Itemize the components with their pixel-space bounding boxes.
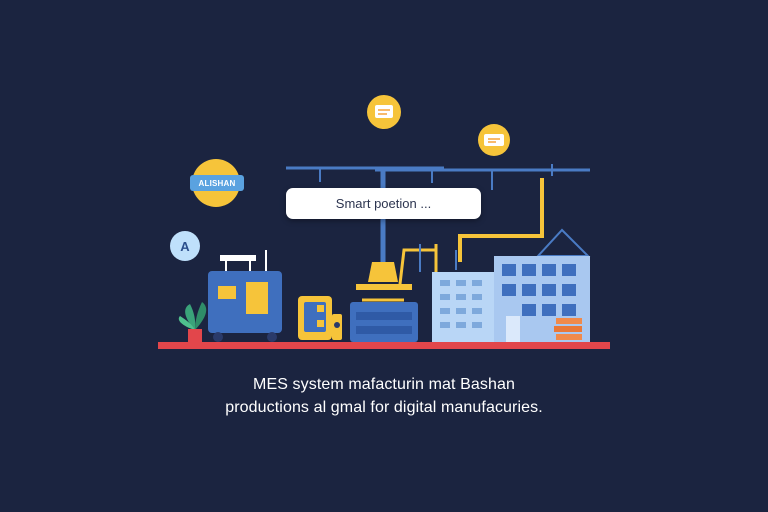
- office-building: [494, 228, 591, 342]
- generator-icon: [208, 250, 282, 342]
- ticket-icon: [478, 124, 510, 156]
- search-text: Smart poetion ...: [335, 196, 432, 211]
- badge-label: ALISHAN: [198, 178, 236, 188]
- factory-building-icon: [432, 272, 496, 342]
- crane-arm: [356, 178, 544, 302]
- floor-line: [158, 342, 610, 349]
- press-machine: [350, 302, 418, 342]
- message-icon: [367, 95, 401, 129]
- letter-bubble-text: A: [180, 238, 190, 254]
- control-cabinet: [298, 296, 342, 340]
- plant-icon: [178, 302, 207, 342]
- bricks-icon: [554, 318, 582, 340]
- caption-line-1: MES system mafacturin mat Bashan: [253, 376, 515, 393]
- badge-icon: [190, 159, 244, 207]
- caption-line-2: productions al gmal for digital manufacu…: [225, 399, 543, 416]
- search-bar[interactable]: Smart poetion ...: [286, 188, 481, 219]
- letter-a-icon: [170, 231, 200, 261]
